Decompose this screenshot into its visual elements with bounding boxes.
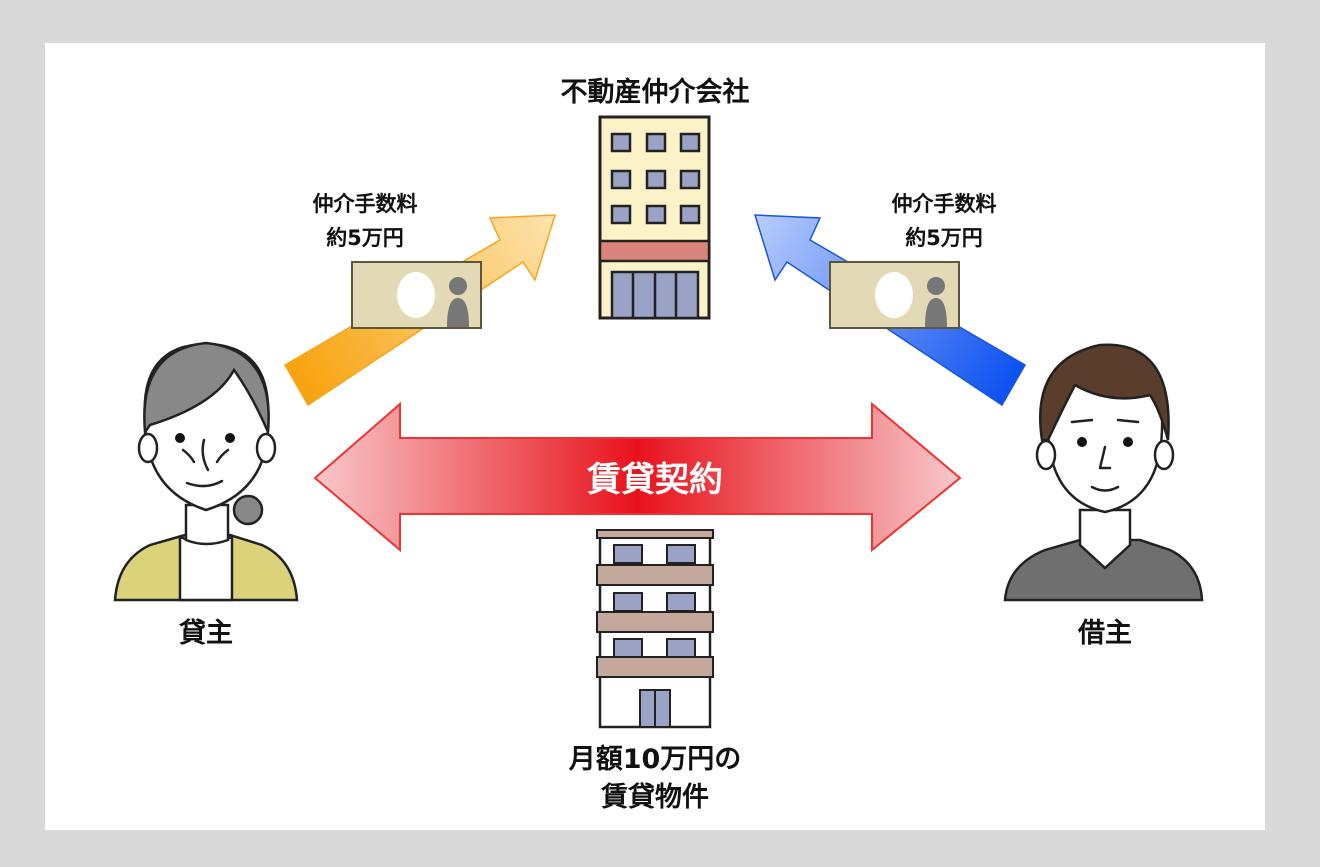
tenant-label: 借主 bbox=[1077, 618, 1132, 649]
banknote-icon bbox=[829, 261, 960, 329]
apartment-building-icon bbox=[596, 529, 714, 729]
office-building-icon bbox=[598, 115, 711, 320]
contract-label: 賃貸契約 bbox=[586, 460, 723, 500]
agency-title: 不動産仲介会社 bbox=[561, 76, 750, 108]
landlord-avatar bbox=[113, 341, 299, 602]
property-label-line1: 月額10万円の bbox=[568, 744, 742, 775]
right-fee-amount: 約5万円 bbox=[905, 226, 983, 250]
tenant-avatar bbox=[1003, 343, 1204, 602]
right-fee-label: 仲介手数料 bbox=[892, 192, 997, 216]
rental-contract-arrow bbox=[313, 401, 962, 553]
banknote-icon bbox=[351, 261, 482, 329]
landlord-label: 貸主 bbox=[179, 617, 233, 649]
left-fee-label: 仲介手数料 bbox=[313, 192, 418, 216]
left-fee-amount: 約5万円 bbox=[326, 226, 404, 250]
property-label-line2: 賃貸物件 bbox=[600, 781, 709, 813]
